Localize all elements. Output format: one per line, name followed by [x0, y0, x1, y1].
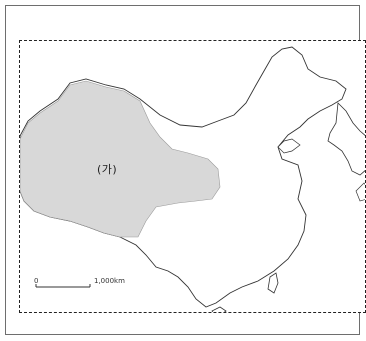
bohai-coast: [277, 138, 301, 154]
scale-max-label: 1,000km: [94, 277, 125, 285]
scale-zero-label: 0: [34, 277, 39, 285]
china-map: [20, 46, 365, 312]
hainan-island: [211, 306, 227, 312]
japan-fragment: [355, 182, 365, 202]
map-frame: (가) 0 1,000km: [19, 40, 366, 313]
taiwan-island: [267, 272, 279, 294]
region-ga-area: [20, 80, 221, 238]
korean-peninsula-outline: [327, 102, 365, 176]
region-label: (가): [97, 163, 118, 176]
